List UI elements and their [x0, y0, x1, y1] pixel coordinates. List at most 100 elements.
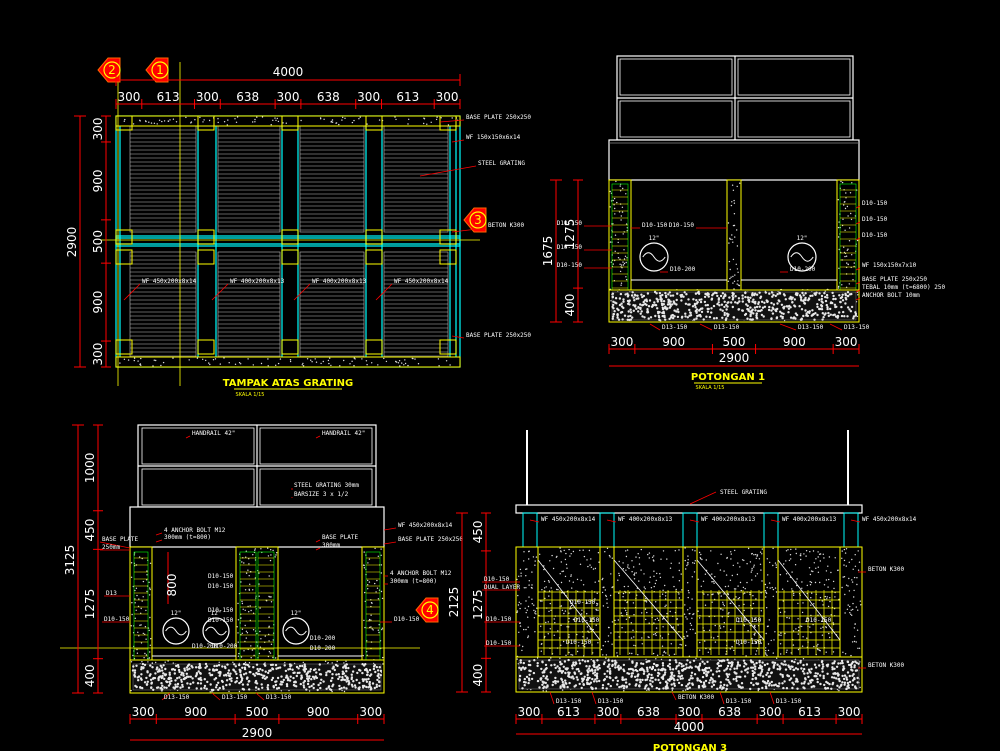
aggregate-dot: [727, 592, 729, 595]
aggregate-dot: [840, 180, 842, 183]
gravel-stone: [816, 305, 819, 309]
aggregate-dot: [594, 567, 597, 570]
aggregate-dot: [846, 608, 849, 610]
gravel-stone: [287, 668, 290, 671]
aggregate-dot: [704, 573, 707, 575]
handrail-panel: [737, 58, 851, 96]
base-plate: [281, 115, 299, 131]
aggregate-dot: [691, 576, 693, 578]
gravel-stone: [291, 668, 294, 671]
aggregate-dot: [568, 634, 570, 636]
plan-width-label: 613: [396, 90, 419, 104]
gravel-stone: [720, 303, 724, 306]
gravel-stone: [246, 683, 249, 686]
aggregate-dot: [730, 553, 732, 555]
gravel-stone: [716, 294, 719, 298]
gravel-stone: [829, 307, 832, 311]
gravel-stone: [365, 673, 369, 677]
aggregate-dot: [274, 556, 276, 558]
gravel-stone: [677, 310, 680, 314]
aggregate-dot: [730, 204, 733, 207]
aggregate-dot: [759, 563, 762, 565]
gravel-stone: [241, 687, 244, 691]
aggregate-dot: [315, 361, 318, 363]
gravel-stone: [692, 298, 695, 301]
gravel-stone: [191, 666, 194, 669]
aggregate-dot: [741, 559, 744, 561]
aggregate-dot: [700, 553, 702, 556]
aggregate-dot: [553, 634, 555, 636]
gravel-stone: [820, 294, 824, 298]
gravel-stone: [378, 684, 381, 688]
aggregate-dot: [786, 616, 788, 619]
aggregate-dot: [687, 555, 689, 557]
gravel-stone: [841, 681, 844, 684]
gravel-stone: [350, 683, 354, 686]
aggregate-dot: [766, 586, 768, 589]
aggregate-dot: [167, 120, 170, 123]
aggregate-dot: [270, 554, 272, 556]
gravel-stone: [668, 317, 671, 321]
aggregate-dot: [341, 119, 343, 121]
gravel-stone: [308, 685, 311, 689]
gravel-stone: [314, 675, 317, 678]
aggregate-dot: [852, 279, 854, 281]
aggregate-dot: [362, 564, 365, 566]
gravel-stone: [637, 306, 640, 309]
aggregate-dot: [795, 628, 797, 630]
aggregate-dot: [713, 637, 715, 639]
aggregate-dot: [583, 655, 585, 657]
aggregate-dot: [829, 636, 831, 639]
aggregate-dot: [614, 213, 616, 215]
gravel-stone: [854, 311, 857, 314]
s1-note-right-4-leader: [855, 281, 861, 285]
gravel-stone: [790, 298, 793, 301]
aggregate-dot: [628, 616, 631, 619]
aggregate-dot: [653, 622, 655, 624]
aggregate-dot: [664, 605, 666, 608]
gravel-stone: [238, 681, 241, 685]
aggregate-dot: [837, 236, 840, 238]
aggregate-dot: [270, 596, 272, 598]
aggregate-dot: [622, 568, 625, 570]
gravel-stone: [233, 663, 236, 666]
aggregate-dot: [543, 587, 546, 589]
aggregate-dot: [735, 588, 737, 590]
aggregate-dot: [678, 562, 680, 564]
aggregate-dot: [625, 609, 627, 612]
aggregate-dot: [838, 221, 840, 223]
aggregate-dot: [363, 567, 366, 569]
aggregate-dot: [238, 652, 240, 655]
aggregate-dot: [252, 612, 255, 614]
gravel-stone: [218, 674, 221, 677]
gravel-stone: [793, 305, 797, 308]
aggregate-dot: [276, 117, 278, 120]
gravel-stone: [361, 678, 364, 681]
aggregate-dot: [539, 600, 542, 602]
aggregate-dot: [609, 206, 611, 208]
base-plate: [115, 339, 133, 355]
aggregate-dot: [541, 589, 543, 591]
aggregate-dot: [792, 644, 795, 646]
aggregate-dot: [844, 255, 846, 258]
aggregate-dot: [328, 362, 330, 365]
aggregate-dot: [353, 119, 355, 122]
aggregate-dot: [526, 609, 528, 611]
gravel-stone: [213, 678, 216, 681]
aggregate-dot: [743, 609, 745, 612]
aggregate-dot: [368, 558, 371, 560]
aggregate-dot: [403, 364, 405, 366]
aggregate-dot: [850, 613, 852, 615]
aggregate-dot: [139, 363, 142, 365]
gravel-stone: [824, 299, 828, 303]
base-plate: [115, 249, 133, 265]
gravel-stone: [760, 300, 764, 303]
aggregate-dot: [268, 575, 270, 577]
gravel-stone: [708, 315, 712, 319]
gravel-stone: [764, 291, 767, 294]
aggregate-dot: [829, 597, 831, 599]
aggregate-dot: [737, 280, 739, 282]
gravel-stone: [355, 678, 358, 682]
aggregate-dot: [857, 609, 859, 611]
aggregate-dot: [666, 616, 668, 618]
